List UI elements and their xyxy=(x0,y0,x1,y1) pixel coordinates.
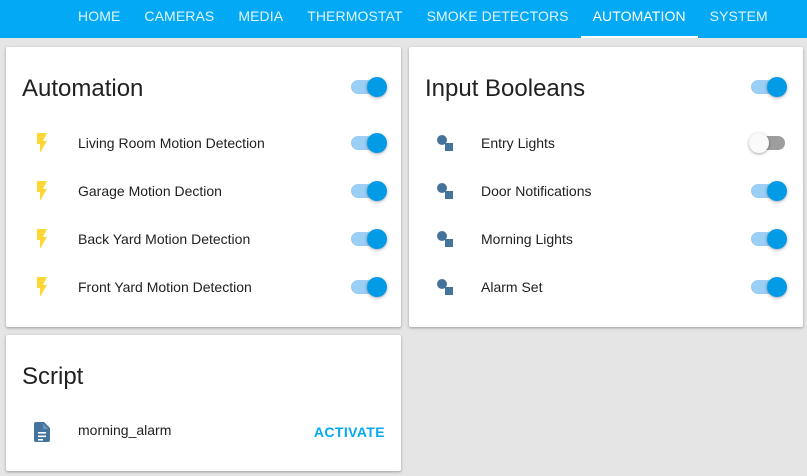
tab-automation[interactable]: AUTOMATION xyxy=(580,0,698,38)
tab-thermostat[interactable]: THERMOSTAT xyxy=(307,8,403,24)
list-item: Back Yard Motion Detection xyxy=(6,215,401,263)
list-item: Front Yard Motion Detection xyxy=(6,263,401,311)
shapes-icon xyxy=(433,179,457,203)
list-item: Living Room Motion Detection xyxy=(6,119,401,167)
flash-icon xyxy=(30,131,54,155)
script-label: morning_alarm xyxy=(78,422,172,438)
automation-toggle-front-yard[interactable] xyxy=(349,277,387,297)
flash-icon xyxy=(30,227,54,251)
tab-home[interactable]: HOME xyxy=(78,8,121,24)
shapes-icon xyxy=(433,227,457,251)
input-booleans-card: Input Booleans Entry Lights Door Notific… xyxy=(409,47,803,327)
automation-label: Garage Motion Dection xyxy=(78,183,222,199)
automation-toggle-living-room[interactable] xyxy=(349,133,387,153)
flash-icon xyxy=(30,275,54,299)
input-booleans-master-toggle[interactable] xyxy=(749,77,787,97)
script-card-title: Script xyxy=(22,363,84,390)
automation-toggle-back-yard[interactable] xyxy=(349,229,387,249)
automation-label: Front Yard Motion Detection xyxy=(78,279,252,295)
list-item: Morning Lights xyxy=(409,215,803,263)
flash-icon xyxy=(30,179,54,203)
tab-smoke-detectors[interactable]: SMOKE DETECTORS xyxy=(426,8,569,24)
input-boolean-toggle-entry-lights[interactable] xyxy=(749,133,787,153)
list-item: morning_alarm ACTIVATE xyxy=(6,408,401,456)
list-item: Door Notifications xyxy=(409,167,803,215)
input-boolean-label: Entry Lights xyxy=(481,135,555,151)
input-boolean-label: Morning Lights xyxy=(481,231,573,247)
file-document-icon xyxy=(30,420,54,444)
activate-button[interactable]: ACTIVATE xyxy=(313,424,385,440)
automation-master-toggle[interactable] xyxy=(349,77,387,97)
automation-toggle-garage[interactable] xyxy=(349,181,387,201)
input-boolean-toggle-morning-lights[interactable] xyxy=(749,229,787,249)
script-card: Script morning_alarm ACTIVATE xyxy=(6,335,401,471)
automation-label: Back Yard Motion Detection xyxy=(78,231,251,247)
automation-card: Automation Living Room Motion Detection … xyxy=(6,47,401,327)
input-booleans-card-title: Input Booleans xyxy=(425,75,586,102)
automation-label: Living Room Motion Detection xyxy=(78,135,265,151)
shapes-icon xyxy=(433,131,457,155)
top-navigation-bar: HOME CAMERAS MEDIA THERMOSTAT SMOKE DETE… xyxy=(0,0,807,38)
list-item: Alarm Set xyxy=(409,263,803,311)
input-boolean-toggle-door-notifications[interactable] xyxy=(749,181,787,201)
input-boolean-label: Door Notifications xyxy=(481,183,592,199)
tab-system[interactable]: SYSTEM xyxy=(709,8,768,24)
input-boolean-label: Alarm Set xyxy=(481,279,543,295)
list-item: Garage Motion Dection xyxy=(6,167,401,215)
automation-card-title: Automation xyxy=(22,75,144,102)
tab-cameras[interactable]: CAMERAS xyxy=(144,8,215,24)
shapes-icon xyxy=(433,275,457,299)
tab-media[interactable]: MEDIA xyxy=(238,8,284,24)
nav-tabs: HOME CAMERAS MEDIA THERMOSTAT SMOKE DETE… xyxy=(66,0,780,38)
input-boolean-toggle-alarm-set[interactable] xyxy=(749,277,787,297)
list-item: Entry Lights xyxy=(409,119,803,167)
